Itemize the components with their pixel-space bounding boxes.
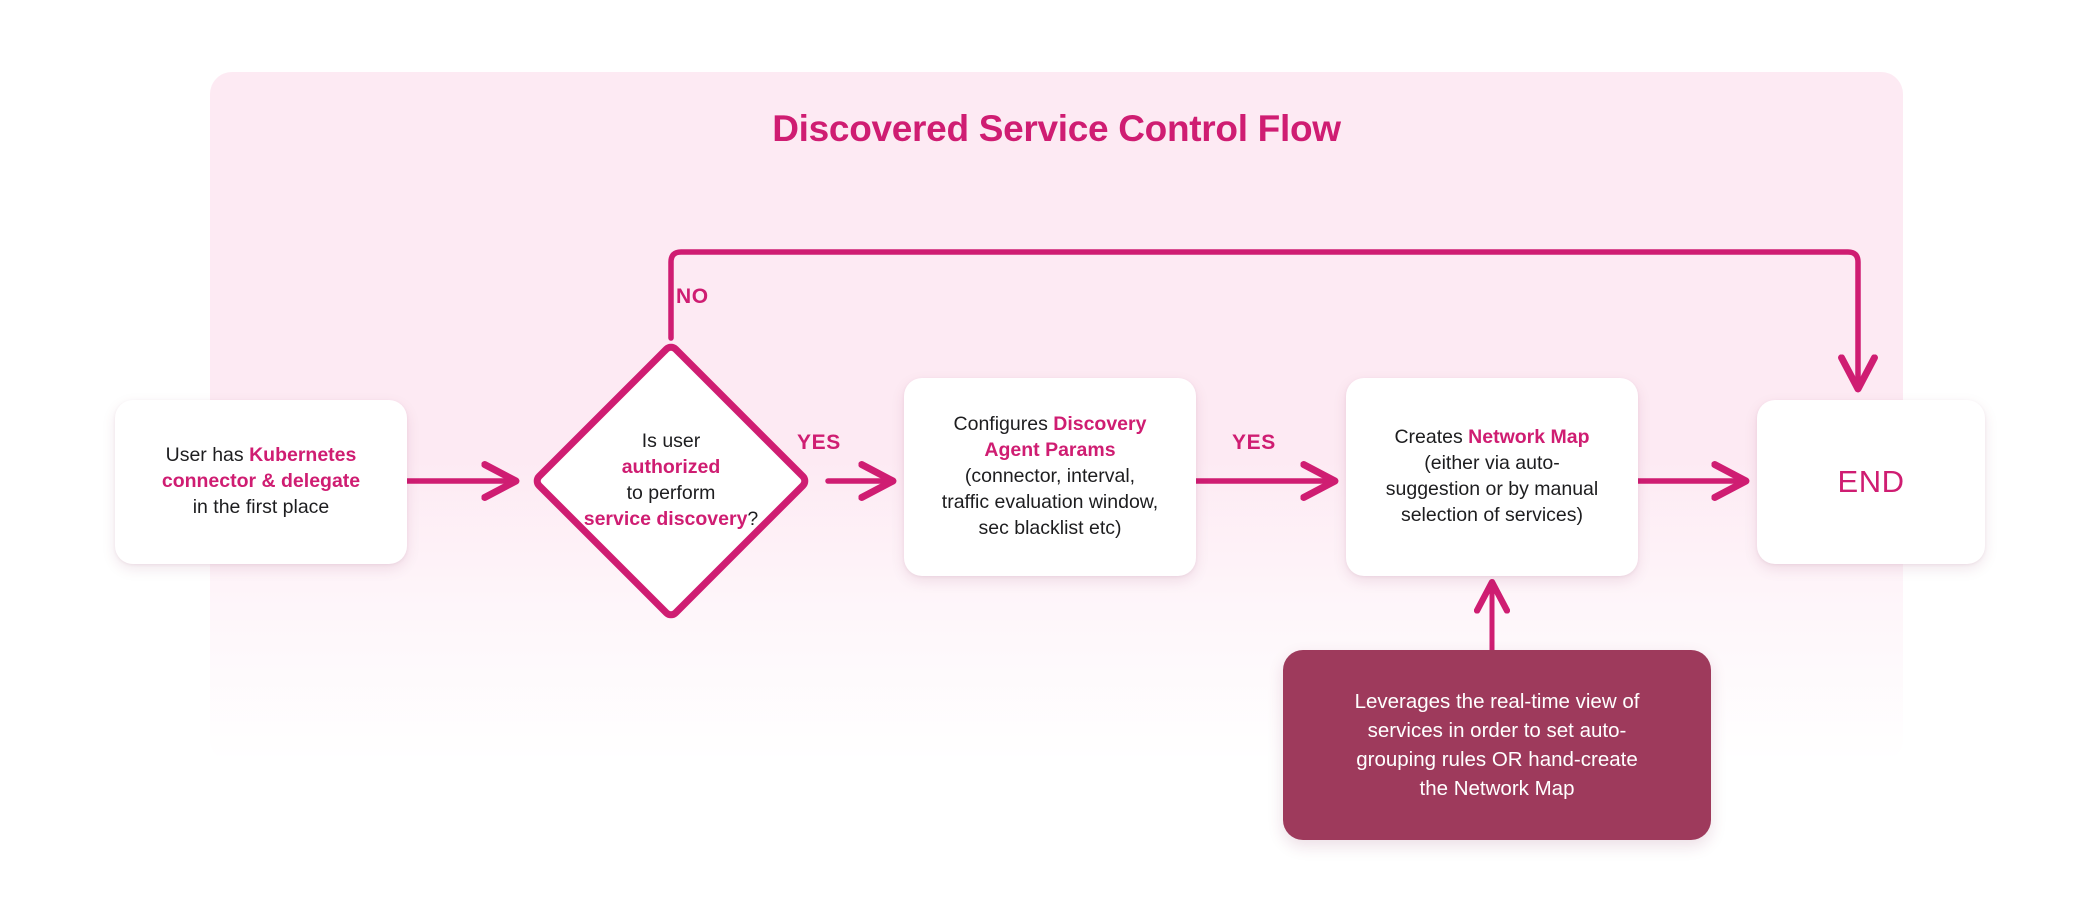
diagram-title: Discovered Service Control Flow bbox=[772, 108, 1341, 149]
node-configure-line2-highlight: Agent Params bbox=[984, 439, 1116, 462]
node-start-text: User has Kubernetes connector & delegate… bbox=[162, 443, 360, 521]
node-decision-text: Is user authorized to perform service di… bbox=[528, 338, 814, 624]
node-note-line4: the Network Map bbox=[1419, 777, 1575, 801]
node-configure-line1-plain: Configures bbox=[953, 413, 1054, 436]
node-annotation-leverages-real-time-view[interactable]: Leverages the real-time view of services… bbox=[1283, 650, 1711, 840]
node-netmap-line2: (either via auto- bbox=[1424, 452, 1560, 475]
node-note-line2: services in order to set auto- bbox=[1367, 718, 1627, 742]
node-netmap-line1-highlight: Network Map bbox=[1468, 426, 1590, 449]
node-netmap-text: Creates Network Map (either via auto- su… bbox=[1386, 425, 1598, 529]
node-configure-line3: (connector, interval, bbox=[964, 465, 1136, 488]
node-configure-line4: traffic evaluation window, bbox=[941, 490, 1159, 513]
node-start-line1-plain: User has bbox=[165, 444, 250, 467]
node-configure-line5: sec blacklist etc) bbox=[978, 516, 1122, 539]
node-start-line2-highlight: connector & delegate bbox=[161, 470, 361, 493]
node-configure-text: Configures Discovery Agent Params (conne… bbox=[942, 412, 1158, 542]
node-decision-line3: to perform bbox=[626, 482, 716, 504]
node-decision-is-user-authorized[interactable]: Is user authorized to perform service di… bbox=[528, 338, 814, 624]
node-configure-discovery-agent-params[interactable]: Configures Discovery Agent Params (conne… bbox=[904, 378, 1196, 576]
node-note-line3: grouping rules OR hand-create bbox=[1356, 748, 1638, 771]
node-creates-network-map[interactable]: Creates Network Map (either via auto- su… bbox=[1346, 378, 1638, 576]
node-netmap-line3: suggestion or by manual bbox=[1385, 478, 1599, 500]
edge-label-no: NO bbox=[676, 285, 709, 308]
node-start-user-has-connector[interactable]: User has Kubernetes connector & delegate… bbox=[115, 400, 407, 564]
edge-label-yes-configure: YES bbox=[1232, 431, 1276, 454]
node-netmap-line4: selection of services) bbox=[1400, 503, 1584, 526]
node-netmap-line1-plain: Creates bbox=[1394, 426, 1469, 449]
node-decision-line1: Is user bbox=[641, 430, 701, 453]
node-end[interactable]: END bbox=[1757, 400, 1985, 564]
node-configure-line1-highlight: Discovery bbox=[1053, 413, 1147, 436]
node-decision-line2-highlight: authorized bbox=[621, 456, 721, 479]
edge-label-yes-decision: YES bbox=[797, 431, 841, 454]
node-start-line3: in the first place bbox=[192, 495, 330, 518]
node-start-line1-highlight: Kubernetes bbox=[249, 444, 357, 467]
node-end-label: END bbox=[1837, 464, 1905, 500]
node-decision-line4-suffix: ? bbox=[747, 507, 759, 530]
node-note-line1: Leverages the real-time view of bbox=[1354, 689, 1640, 713]
node-note-text: Leverages the real-time view of services… bbox=[1355, 687, 1640, 803]
node-decision-line4-highlight: service discovery bbox=[583, 507, 748, 530]
